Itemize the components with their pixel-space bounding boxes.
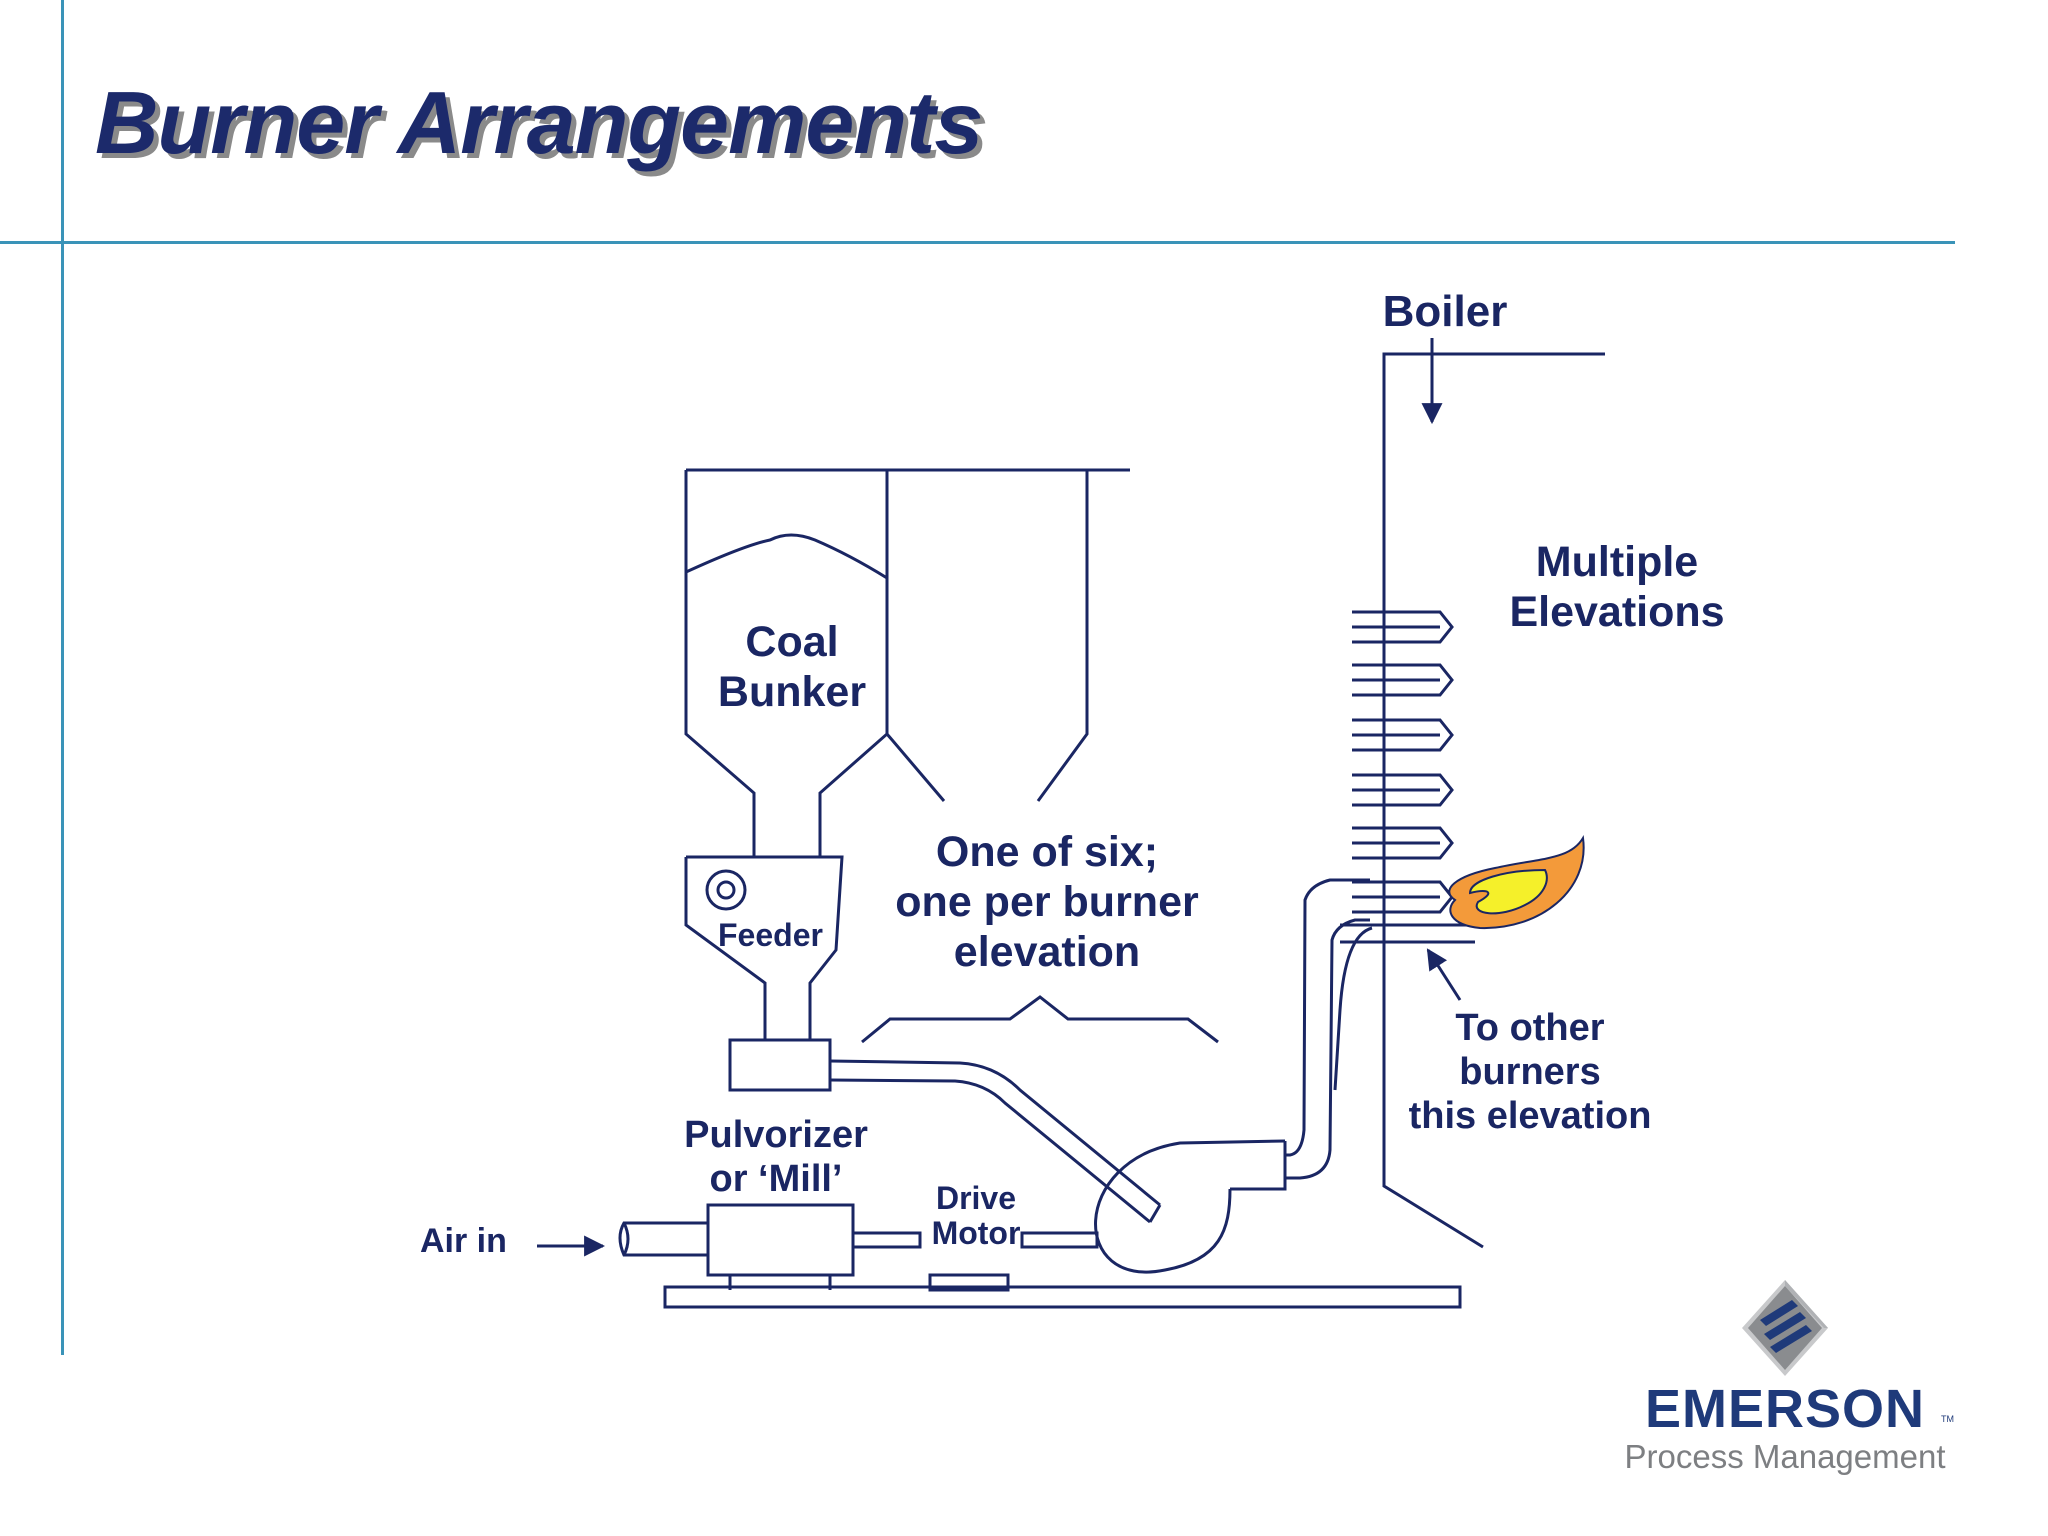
- emerson-logo: EMERSON TM Process Management: [1610, 1280, 1960, 1480]
- base-plate: [663, 1285, 1462, 1309]
- one-of-six-label: One of six; one per burner elevation: [895, 828, 1198, 978]
- air-in-label-text: Air in: [420, 1222, 507, 1260]
- second-bunker-shape: [885, 470, 1089, 802]
- flame-shape: [1448, 835, 1585, 930]
- other-burners-arrow: [1426, 948, 1462, 1001]
- emerson-logo-mark-icon: [1742, 1280, 1828, 1376]
- boiler-wall: [1382, 338, 1605, 1249]
- drive-motor-block: [928, 1273, 1010, 1292]
- to-other-burners-label: To other burners this elevation: [1409, 1006, 1652, 1138]
- slide-title: Burner Arrangements: [95, 73, 983, 172]
- to-other-burners-line-3: this elevation: [1408, 1095, 1652, 1138]
- exhauster-fan: [1094, 1139, 1287, 1274]
- one-of-six-line-3: elevation: [953, 927, 1141, 976]
- brand-name: EMERSON: [1644, 1379, 1926, 1439]
- multiple-elevations-label: Multiple Elevations: [1509, 538, 1724, 638]
- one-of-six-line-2: one per burner: [895, 877, 1199, 926]
- coal-bunker-shape: [684, 468, 1130, 857]
- air-in-label: Air in: [420, 1222, 507, 1261]
- to-other-burners-line-2: burners: [1459, 1051, 1601, 1094]
- boiler-label-text: Boiler: [1382, 287, 1508, 336]
- coal-bunker-label: Coal Bunker: [718, 618, 866, 718]
- drive-motor-line-2: Motor: [931, 1215, 1021, 1252]
- feeder-label: Feeder: [718, 917, 823, 954]
- trademark-mark: TM: [1941, 1414, 1954, 1424]
- accent-vertical-line: [61, 0, 64, 1355]
- coal-bunker-line-2: Bunker: [717, 667, 867, 716]
- pulverizer-line-2: or ‘Mill’: [709, 1158, 843, 1201]
- brand-subtitle: Process Management: [1624, 1438, 1946, 1475]
- boiler-label: Boiler: [1383, 286, 1508, 337]
- brace-shape: [861, 995, 1219, 1044]
- one-of-six-line-1: One of six;: [935, 828, 1159, 876]
- multiple-elevations-line-1: Multiple: [1535, 538, 1699, 586]
- pulverizer-mill: [618, 1203, 855, 1290]
- feeder-label-text: Feeder: [718, 917, 823, 953]
- coal-pipe: [1285, 878, 1373, 1180]
- feeder-shape: [684, 855, 844, 1040]
- pulverizer-label: Pulvorizer or ‘Mill’: [684, 1113, 868, 1201]
- to-other-burners-line-1: To other: [1455, 1007, 1605, 1049]
- drive-shaft: [851, 1231, 1099, 1249]
- burner-nozzles: [1340, 610, 1475, 944]
- pulverizer-line-1: Pulvorizer: [684, 1114, 868, 1156]
- multiple-elevations-line-2: Elevations: [1509, 587, 1725, 636]
- coal-bunker-line-1: Coal: [745, 618, 839, 666]
- drive-motor-label: Drive Motor: [931, 1180, 1021, 1252]
- accent-horizontal-line: [0, 241, 1955, 244]
- pulverizer-outlet: [728, 1038, 1162, 1224]
- drive-motor-line-1: Drive: [935, 1180, 1017, 1216]
